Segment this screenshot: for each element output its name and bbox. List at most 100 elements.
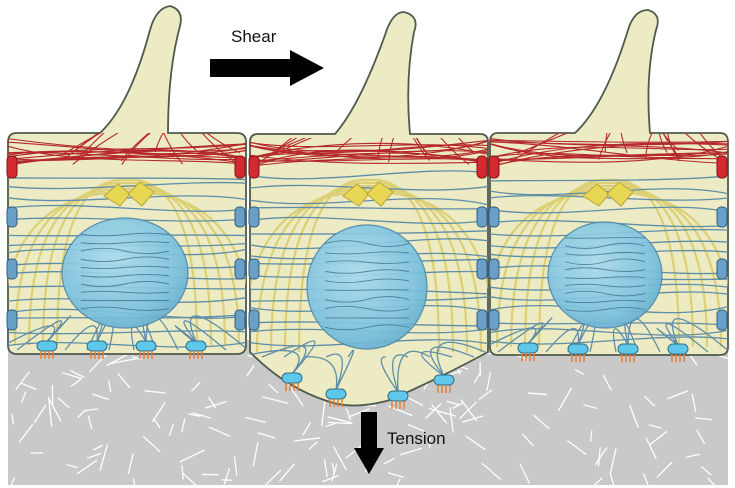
actin-fiber: [645, 133, 680, 162]
actin-fiber: [250, 140, 488, 168]
substrate-fiber: [609, 447, 617, 475]
tension-arrow-shape: [354, 412, 384, 474]
focal-adhesion: [325, 388, 347, 407]
chromatin-strand: [564, 258, 646, 266]
substrate-fiber: [519, 463, 531, 484]
cell-junctions: [6, 155, 728, 331]
microtubule: [250, 170, 488, 180]
substrate-fiber: [345, 408, 352, 421]
actin-fiber: [490, 143, 728, 160]
actin-fiber: [155, 133, 197, 151]
microtubule: [490, 195, 728, 201]
substrate-fiber: [257, 432, 276, 439]
focal-adhesion: [433, 374, 455, 393]
chromatin-strand: [565, 283, 645, 288]
substrate-fiber: [644, 395, 656, 407]
chromatin-strand: [80, 232, 170, 237]
chromatin-strand: [324, 240, 410, 248]
substrate-fiber: [387, 472, 404, 478]
actin-fiber: [604, 133, 648, 152]
focal-adhesion: [667, 343, 689, 362]
microtubule: [545, 327, 580, 353]
focal-adhesion-plaque: [667, 343, 689, 355]
substrate-fiber: [591, 477, 603, 488]
microtubule: [38, 315, 72, 351]
substrate-fiber: [208, 426, 230, 437]
cell-cytoskeleton: [250, 138, 488, 393]
focal-adhesion-plaque: [185, 340, 207, 352]
focal-adhesion-plaque: [86, 340, 108, 352]
adherens-junction: [716, 258, 728, 280]
substrate-fiber: [478, 389, 493, 400]
substrate-fiber: [181, 465, 184, 480]
tight-junction: [476, 155, 488, 179]
focal-adhesion: [135, 340, 157, 359]
microtubule: [283, 340, 316, 375]
microtubule: [250, 184, 488, 191]
microtubule: [250, 206, 488, 210]
substrate-fiber: [18, 423, 34, 443]
substrate-fiber: [589, 430, 593, 442]
focal-adhesion-plaque: [517, 342, 539, 354]
substrate-fiber: [347, 408, 370, 418]
actin-fiber: [490, 153, 728, 167]
shear-label: Shear: [231, 27, 277, 46]
centrosome: [366, 181, 394, 207]
chromatin-strand: [80, 265, 170, 270]
substrate-fiber: [567, 440, 587, 455]
focal-adhesion-plaque: [325, 388, 347, 400]
chromatin-strand: [80, 241, 170, 245]
substrate-fiber: [99, 444, 109, 472]
microtubule: [436, 341, 488, 377]
adherens-junction: [6, 309, 18, 331]
substrate-fiber: [648, 430, 668, 446]
substrate-fiber: [533, 414, 550, 430]
chromatin-strand: [324, 289, 410, 291]
chromatin-strand: [324, 296, 410, 303]
substrate-fiber: [188, 413, 201, 417]
focal-adhesion-plaque: [135, 340, 157, 352]
substrate-fiber: [583, 404, 597, 410]
substrate-fiber: [486, 372, 492, 391]
substrate-fiber: [685, 453, 700, 458]
substrate-fiber: [261, 469, 282, 488]
chromatin-strand: [565, 299, 645, 304]
chromatin-strand: [324, 251, 410, 255]
adherens-junction: [234, 206, 246, 228]
adherens-junction: [234, 258, 246, 280]
actin-fiber: [8, 151, 246, 165]
actin-fiber: [250, 142, 488, 150]
actin-fiber: [121, 133, 246, 165]
adherens-junction: [248, 309, 260, 331]
focal-adhesion-plaque: [567, 343, 589, 355]
substrate-fiber: [629, 404, 639, 428]
microtubule: [8, 204, 246, 212]
actin-fiber: [8, 138, 246, 152]
substrate-fiber: [47, 396, 62, 422]
actin-cortex: [490, 133, 728, 168]
substrate-fiber: [446, 400, 459, 406]
microtubule: [490, 328, 728, 336]
focal-adhesion: [36, 340, 58, 359]
chromatin-strand: [565, 267, 645, 273]
substrate-fiber: [11, 414, 15, 425]
substrate-fiber: [609, 473, 616, 488]
substrate-fiber: [262, 396, 289, 405]
chromatin-strand: [80, 273, 170, 278]
tight-junction: [716, 155, 728, 179]
substrate-fiber: [656, 461, 673, 478]
actin-fiber: [120, 133, 239, 162]
substrate-fiber: [691, 393, 697, 413]
substrate-fiber: [425, 402, 442, 419]
microtubule: [380, 356, 399, 393]
substrate-fiber: [321, 475, 339, 483]
chromatin-strand: [564, 242, 646, 249]
substrate-fiber: [602, 374, 612, 391]
substrate-fiber: [323, 459, 328, 478]
substrate-fiber: [294, 437, 321, 442]
substrate-fiber: [142, 435, 161, 453]
intermediate-filament: [269, 184, 469, 353]
actin-fiber: [490, 141, 728, 164]
substrate-fiber: [465, 435, 486, 451]
